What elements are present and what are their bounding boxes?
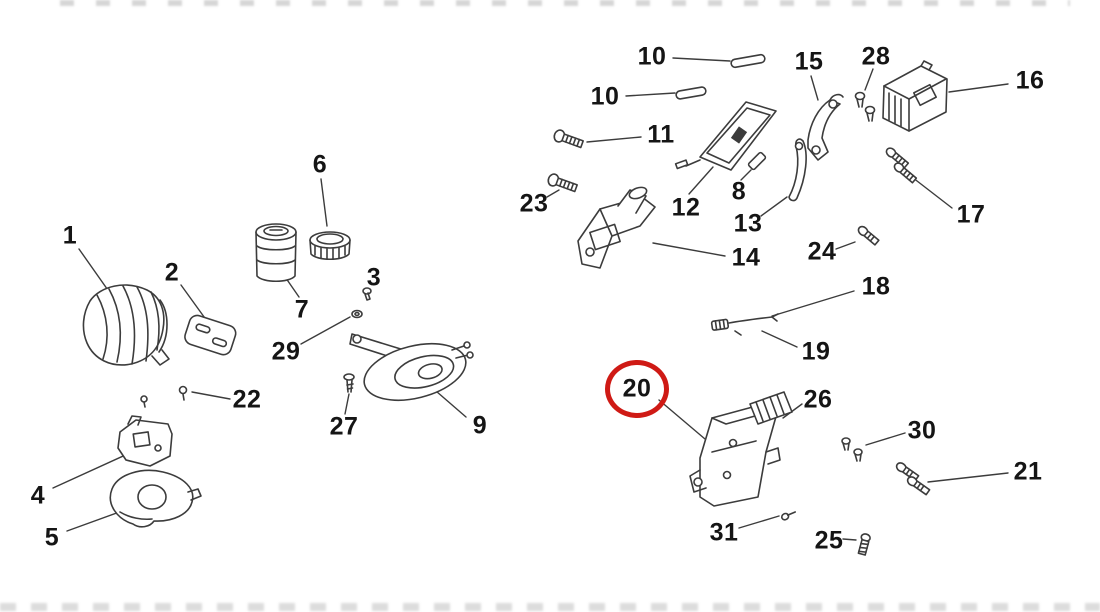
part-drawing-8 xyxy=(747,151,767,171)
part-drawing-27 xyxy=(343,373,355,393)
part-label-20: 20 xyxy=(622,374,652,403)
part-drawing-17 xyxy=(885,147,918,184)
part-drawing-16 xyxy=(882,60,948,132)
part-label-31: 31 xyxy=(709,518,739,547)
part-label-27: 27 xyxy=(329,412,359,441)
part-drawing-4 xyxy=(117,415,173,467)
part-label-7: 7 xyxy=(294,295,310,324)
part-drawing-6 xyxy=(309,231,351,261)
part-label-16: 16 xyxy=(1015,66,1045,95)
part-drawing-31 xyxy=(780,511,796,521)
part-label-23: 23 xyxy=(519,189,549,218)
part-drawing-22 xyxy=(140,385,188,408)
part-label-2: 2 xyxy=(164,258,180,287)
part-drawing-18-19 xyxy=(710,313,779,336)
part-drawing-25 xyxy=(857,533,871,556)
part-label-15: 15 xyxy=(794,47,824,76)
part-label-26: 26 xyxy=(803,385,833,414)
part-drawing-24 xyxy=(857,225,880,246)
part-drawing-20 xyxy=(689,404,781,507)
part-label-29: 29 xyxy=(271,337,301,366)
part-label-17: 17 xyxy=(956,200,986,229)
part-drawing-21 xyxy=(895,462,931,496)
part-label-24: 24 xyxy=(807,237,837,266)
part-label-28: 28 xyxy=(861,42,891,71)
part-label-1: 1 xyxy=(62,221,78,250)
part-drawing-11 xyxy=(553,129,584,149)
part-drawing-2 xyxy=(184,314,237,356)
part-drawing-30 xyxy=(841,437,863,462)
part-label-8: 8 xyxy=(731,177,747,206)
part-label-4: 4 xyxy=(30,481,46,510)
part-label-11: 11 xyxy=(647,120,675,149)
part-label-12: 12 xyxy=(671,193,701,222)
part-label-5: 5 xyxy=(44,523,60,552)
part-drawing-14 xyxy=(577,186,656,269)
part-drawing-5 xyxy=(109,469,202,528)
part-label-25: 25 xyxy=(814,526,844,555)
part-label-30: 30 xyxy=(907,416,937,445)
part-label-10a: 10 xyxy=(637,42,667,71)
part-drawing-9 xyxy=(349,333,474,401)
part-label-19: 19 xyxy=(801,337,831,366)
part-drawing-23 xyxy=(547,173,578,193)
leader-lines xyxy=(52,57,1009,541)
part-drawing-26 xyxy=(749,391,793,425)
part-label-6: 6 xyxy=(312,150,328,179)
part-drawing-3 xyxy=(362,287,372,301)
part-label-18: 18 xyxy=(861,272,891,301)
part-label-13: 13 xyxy=(733,209,763,238)
part-label-14: 14 xyxy=(731,243,761,272)
part-label-3: 3 xyxy=(366,263,382,292)
part-drawing-28 xyxy=(854,91,876,122)
scan-artifact-bottom xyxy=(0,603,1100,611)
part-drawing-29 xyxy=(351,309,363,319)
part-drawing-15 xyxy=(807,93,844,161)
scan-artifact-top xyxy=(60,0,1070,6)
part-drawing-1 xyxy=(82,284,170,366)
part-label-9: 9 xyxy=(472,411,488,440)
part-drawing-13 xyxy=(788,138,807,202)
part-drawing-12 xyxy=(674,101,777,171)
part-drawing-7 xyxy=(255,223,297,283)
part-label-22: 22 xyxy=(232,385,262,414)
part-drawing-10b xyxy=(675,86,707,100)
part-drawing-10a xyxy=(730,53,766,69)
part-label-21: 21 xyxy=(1013,457,1043,486)
part-label-10b: 10 xyxy=(590,82,620,111)
